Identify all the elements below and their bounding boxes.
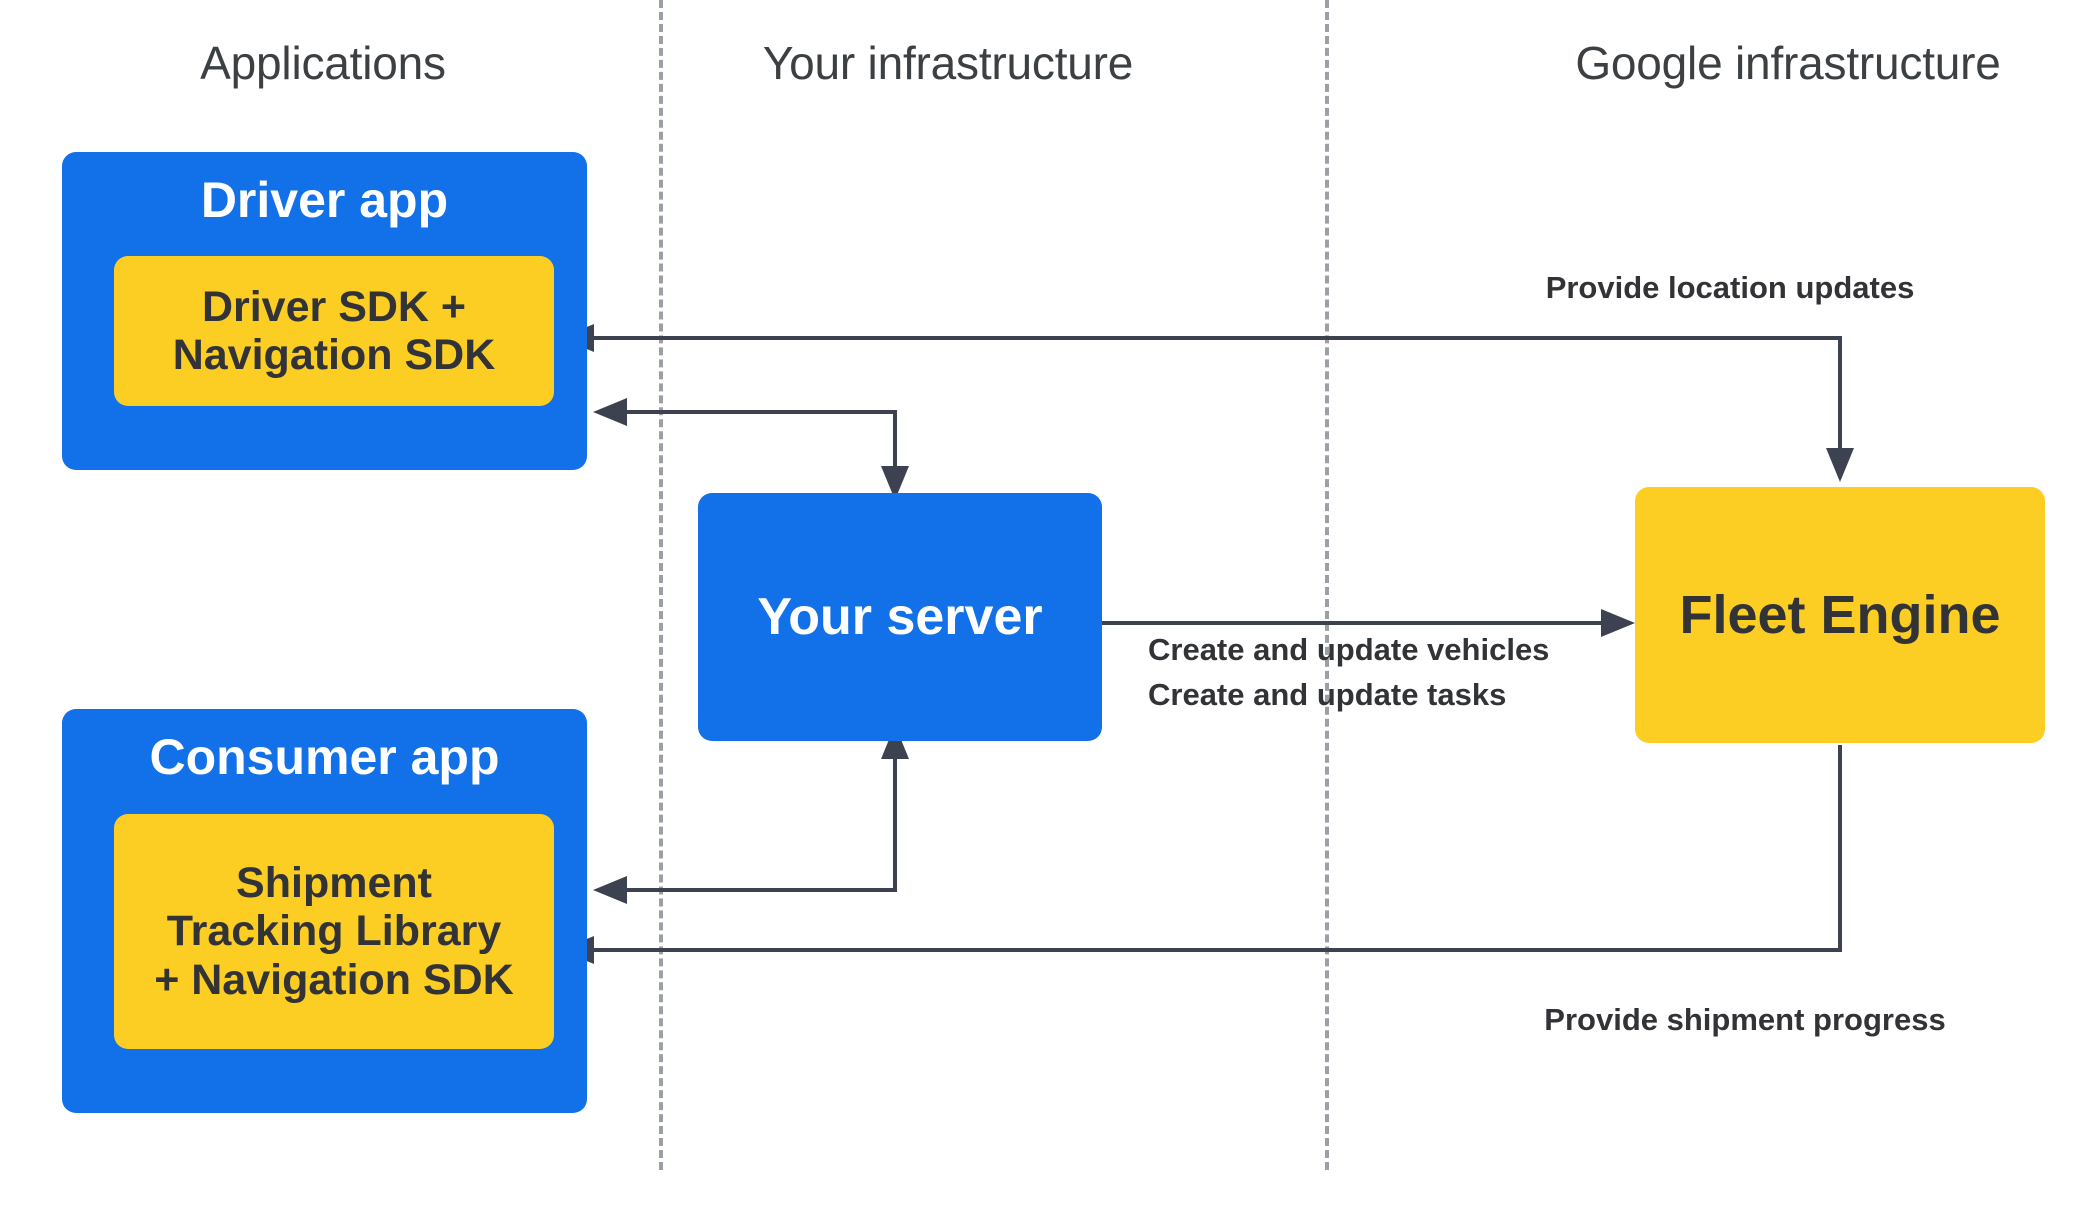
node-fleet-engine[interactable]: Fleet Engine bbox=[1635, 487, 2045, 743]
shipment-tracking-line-1: Shipment bbox=[236, 859, 432, 908]
edge-label-create-update-vehicles: Create and update vehicles bbox=[1148, 632, 1550, 667]
fleet-engine-label: Fleet Engine bbox=[1679, 585, 2001, 645]
edge-fleet-engine-to-shipment-tracking bbox=[580, 745, 1842, 952]
column-header-google-infrastructure: Google infrastructure bbox=[1575, 37, 2001, 89]
consumer-app-title: Consumer app bbox=[149, 729, 500, 785]
edge-your-server-to-driver-app bbox=[613, 410, 897, 480]
arrowhead-consumer-app-in bbox=[593, 876, 627, 904]
shipment-tracking-line-3: + Navigation SDK bbox=[154, 955, 514, 1004]
arrowhead-driver-app-in bbox=[593, 398, 627, 426]
node-driver-sdk[interactable]: Driver SDK + Navigation SDK bbox=[114, 256, 554, 406]
your-server-label: Your server bbox=[757, 588, 1043, 646]
column-divider-applications-infrastructure bbox=[659, 0, 663, 1170]
edge-label-create-update-tasks: Create and update tasks bbox=[1148, 677, 1507, 712]
node-your-server[interactable]: Your server bbox=[698, 493, 1102, 741]
edge-your-server-to-consumer-app bbox=[613, 745, 897, 892]
driver-sdk-line-2: Navigation SDK bbox=[172, 331, 496, 379]
edge-label-provide-location-updates: Provide location updates bbox=[1545, 270, 1915, 305]
node-consumer-app[interactable]: Consumer app Shipment Tracking Library +… bbox=[62, 709, 587, 1113]
node-shipment-tracking-library[interactable]: Shipment Tracking Library + Navigation S… bbox=[114, 814, 554, 1049]
column-header-applications: Applications bbox=[200, 37, 446, 89]
edge-fleet-engine-to-driver-sdk bbox=[580, 336, 1842, 455]
edge-label-provide-shipment-progress: Provide shipment progress bbox=[1544, 1002, 1946, 1037]
driver-sdk-line-1: Driver SDK + bbox=[201, 282, 467, 331]
column-header-your-infrastructure: Your infrastructure bbox=[762, 37, 1134, 89]
node-driver-app[interactable]: Driver app Driver SDK + Navigation SDK bbox=[62, 152, 587, 470]
driver-app-title: Driver app bbox=[200, 172, 449, 228]
shipment-tracking-line-2: Tracking Library bbox=[166, 907, 502, 956]
arrowhead-fleet-engine-top-in bbox=[1826, 448, 1854, 482]
arrowhead-fleet-engine-left-in bbox=[1601, 609, 1635, 637]
column-divider-infrastructure-google bbox=[1325, 0, 1329, 1170]
